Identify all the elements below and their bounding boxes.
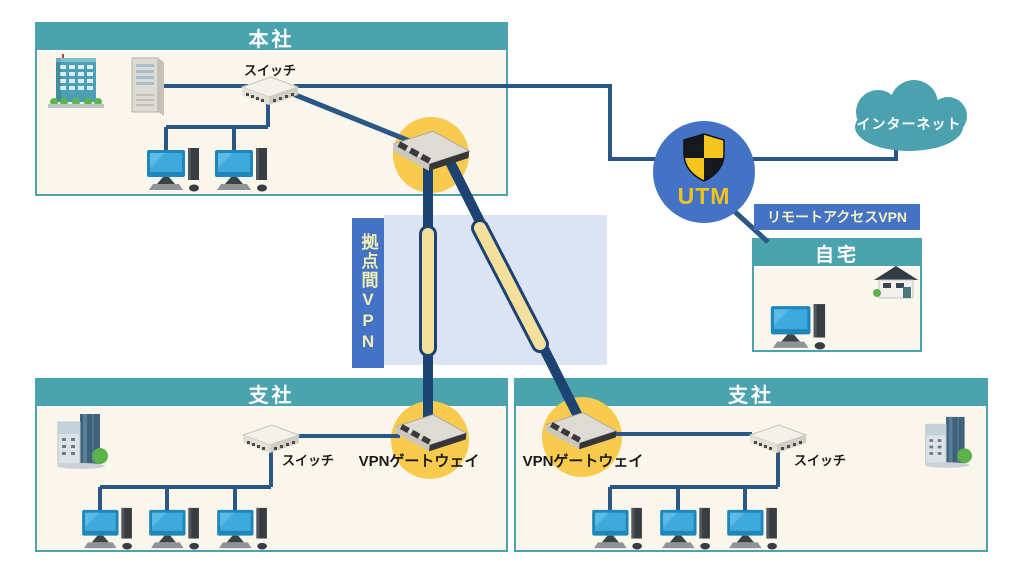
- pc-icon-branch-left-3: [216, 506, 270, 555]
- utm-label: UTM: [677, 183, 731, 209]
- pc-icon-branch-right-1: [591, 506, 645, 555]
- vpn-gateway-icon-center: [390, 124, 472, 183]
- house-icon: [872, 262, 920, 307]
- branch-right-title: 支社: [728, 384, 774, 407]
- pc-icon-branch-left-1: [81, 506, 135, 555]
- branch-right-header: 支社: [516, 380, 986, 408]
- server-icon: [126, 56, 170, 123]
- branch-left-header: 支社: [37, 380, 506, 408]
- internet-cloud: インターネット: [836, 80, 982, 154]
- head-office-title: 本社: [248, 28, 295, 51]
- head-office-header: 本社: [37, 24, 506, 52]
- switch-label-head-office: スイッチ: [243, 63, 296, 78]
- building-icon-branch-right: [922, 412, 972, 475]
- office-building-icon: [46, 54, 106, 117]
- switch-label-branch-left: スイッチ: [281, 453, 334, 468]
- home-header: 自宅: [754, 240, 920, 268]
- home-title: 自宅: [814, 244, 859, 266]
- building-icon-branch-left: [54, 410, 108, 475]
- branch-left-title: 支社: [248, 384, 295, 407]
- pc-icon-branch-right-2: [659, 506, 713, 555]
- vpn-zone-panel: [384, 215, 607, 365]
- remote-access-vpn-label: リモートアクセスVPN: [754, 204, 920, 230]
- switch-icon-head-office: [240, 74, 300, 113]
- gateway-label-branch-left: VPNゲートウェイ: [358, 453, 480, 470]
- pc-icon-branch-left-2: [148, 506, 202, 555]
- switch-label-branch-right: スイッチ: [793, 453, 846, 468]
- pc-icon-home: [770, 302, 828, 355]
- pc-icon-head-office-1: [147, 146, 201, 197]
- cloud-icon: [855, 80, 967, 151]
- pc-icon-head-office-2: [215, 146, 269, 197]
- site-to-site-vpn-label: 拠点間VPN: [352, 218, 384, 368]
- utm-shield-icon: [683, 133, 725, 182]
- gateway-label-branch-right: VPNゲートウェイ: [522, 453, 644, 470]
- internet-label: インターネット: [856, 116, 962, 132]
- pc-icon-branch-right-3: [726, 506, 780, 555]
- utm-node: UTM: [653, 121, 755, 223]
